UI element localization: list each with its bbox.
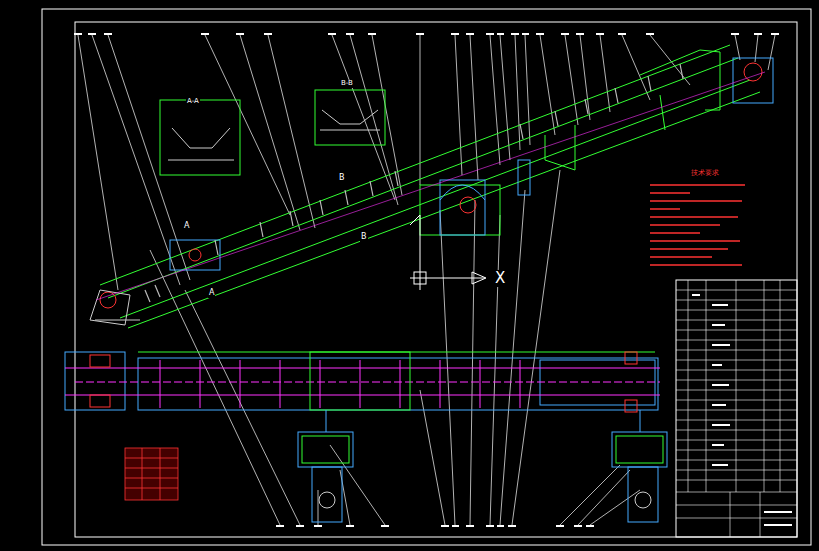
section-label: A-A — [186, 98, 200, 106]
section-label: B-B — [340, 80, 354, 88]
notes-heading: 技术要求 — [690, 170, 720, 178]
section-mark: B — [360, 233, 368, 242]
axis-label: X — [494, 270, 506, 287]
section-mark: B — [338, 174, 346, 183]
section-mark: A — [208, 289, 215, 298]
section-mark: A — [183, 222, 190, 231]
